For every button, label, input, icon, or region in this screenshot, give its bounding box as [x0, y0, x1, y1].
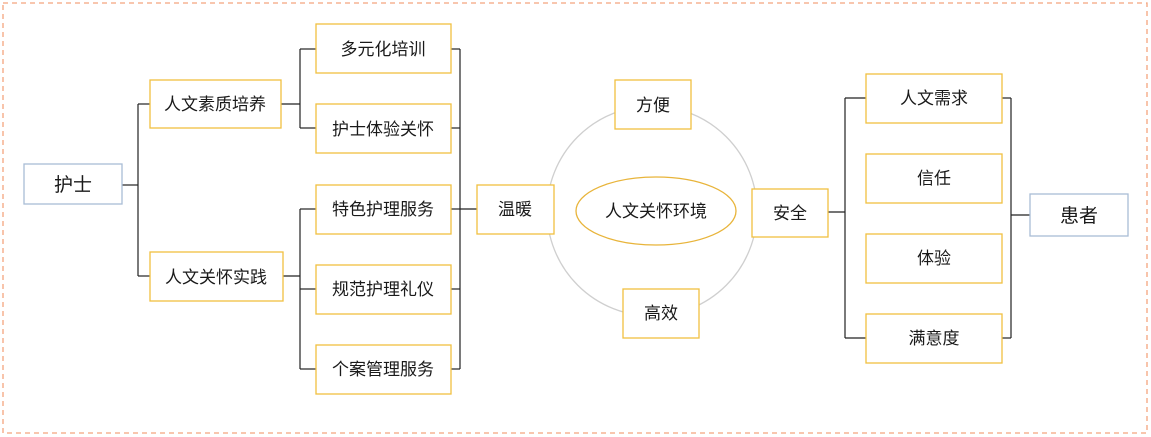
safety-label: 安全 [773, 204, 807, 224]
case-label: 个案管理服务 [332, 360, 434, 380]
warmth-label: 温暖 [498, 200, 532, 220]
training-box [315, 23, 452, 74]
node-boxes [149, 23, 1003, 395]
need-label: 人文需求 [900, 89, 968, 109]
trust-label: 信任 [917, 169, 951, 189]
safety-box [751, 188, 829, 238]
nurse-label: 护士 [54, 174, 92, 196]
satisfaction-label: 满意度 [909, 329, 960, 349]
environment-center-ellipse [575, 176, 737, 246]
need-box [865, 73, 1003, 124]
connectors [122, 48, 1030, 370]
experience-patient-box [865, 233, 1003, 284]
practice-box [149, 251, 284, 302]
etiquette-label: 规范护理礼仪 [332, 280, 434, 300]
case-box [315, 344, 452, 395]
experience-box [315, 103, 452, 154]
convenient-box [614, 79, 692, 130]
practice-label: 人文关怀实践 [165, 268, 267, 288]
etiquette-box [315, 264, 452, 315]
convenient-label: 方便 [636, 96, 670, 116]
training-label: 多元化培训 [341, 40, 426, 60]
satisfaction-box [865, 313, 1003, 364]
efficient-label: 高效 [644, 304, 678, 324]
special-box [315, 184, 452, 235]
efficient-box [622, 288, 700, 339]
experience-patient-label: 体验 [917, 249, 951, 269]
environment-center-label: 人文关怀环境 [605, 202, 707, 222]
quality-box [149, 79, 282, 129]
trust-box [865, 153, 1003, 204]
patient-box [1029, 193, 1129, 237]
warmth-box [476, 184, 555, 235]
quality-label: 人文素质培养 [164, 95, 266, 115]
nurse-box [23, 163, 123, 205]
special-label: 特色护理服务 [332, 200, 434, 220]
experience-label: 护士体验关怀 [332, 120, 434, 140]
patient-label: 患者 [1060, 205, 1098, 227]
